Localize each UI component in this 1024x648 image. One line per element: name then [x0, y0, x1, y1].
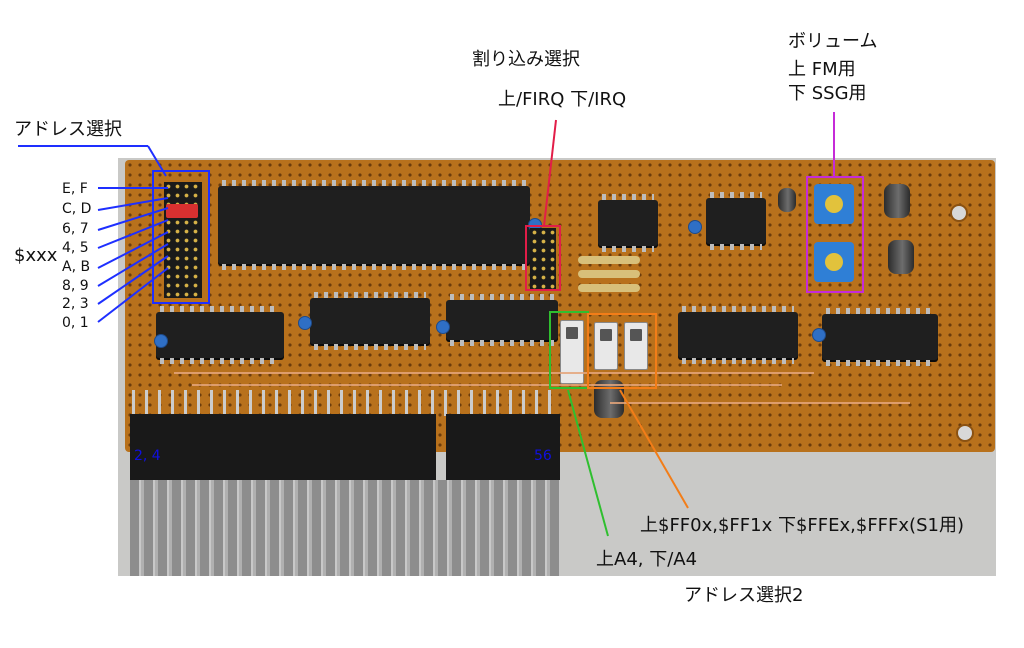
- ceramic-capacitor: [154, 334, 168, 348]
- wire: [174, 372, 814, 374]
- ceramic-capacitor: [812, 328, 826, 342]
- ff-switch-box: [587, 313, 657, 389]
- ic-74hc138-1: [678, 306, 798, 364]
- ym2203-chip: [218, 180, 530, 270]
- ic-sn74hc04: [446, 294, 558, 346]
- volume-label: ボリューム: [788, 31, 878, 52]
- edge-connector-fingers: [130, 480, 560, 576]
- ff-slide-switch-1[interactable]: [594, 322, 618, 370]
- ff-slide-switch-2[interactable]: [624, 322, 648, 370]
- jumper-cap[interactable]: [166, 204, 198, 218]
- jumper-row-label: 0, 1: [62, 315, 89, 331]
- ceramic-capacitor: [688, 220, 702, 234]
- connector-pins: [132, 390, 560, 416]
- leader-row-4: [97, 231, 169, 269]
- leader-row-7: [97, 267, 169, 323]
- jumper-row-label: E, F: [62, 181, 88, 197]
- address-select-label: アドレス選択: [14, 119, 122, 140]
- jumper-row-label: A, B: [62, 259, 91, 275]
- leader-row-5: [97, 243, 169, 287]
- electrolytic-capacitor: [594, 380, 624, 418]
- edge-connector-housing: [446, 414, 560, 482]
- electrolytic-capacitor: [778, 188, 796, 212]
- address-select-2-label: アドレス選択2: [684, 585, 804, 606]
- address-jumper-header: [164, 182, 202, 298]
- mounting-hole: [950, 204, 968, 222]
- volume-trimmer-fm: [814, 184, 854, 224]
- leader-interrupt: [543, 119, 557, 227]
- volume-trimmer-ssg: [814, 242, 854, 282]
- ic-74hc138-2: [822, 308, 938, 366]
- ceramic-capacitor: [298, 316, 312, 330]
- jumper-row-label: 4, 5: [62, 240, 89, 256]
- ceramic-capacitor: [436, 320, 450, 334]
- volume-fm-label: 上 FM用: [788, 59, 856, 80]
- leader-a4: [567, 389, 609, 537]
- interrupt-options-label: 上/FIRQ 下/IRQ: [498, 89, 627, 110]
- volume-ssg-label: 下 SSG用: [788, 83, 867, 104]
- a4-switch-label: 上A4, 下/A4: [596, 549, 698, 570]
- jumper-row-label: C, D: [62, 201, 92, 217]
- interrupt-select-label: 割り込み選択: [472, 49, 580, 70]
- ic-74hc139: [156, 306, 284, 364]
- resistor: [578, 270, 640, 278]
- edge-pin-label-start: 2, 4: [134, 448, 161, 464]
- leader-ff: [619, 389, 689, 509]
- ic-opamp-2: [706, 192, 766, 250]
- address-select-box: [152, 170, 210, 304]
- address-range-label: $xxx: [14, 245, 58, 266]
- leader-address-drop: [147, 145, 167, 177]
- ic-74hc32: [310, 292, 430, 350]
- ff-switch-label: 上$FF0x,$FF1x 下$FFEx,$FFFx(S1用): [640, 515, 964, 536]
- leader-row-6: [97, 255, 169, 305]
- leader-row-1: [97, 197, 169, 211]
- edge-connector-housing: [130, 414, 436, 482]
- interrupt-jumper-header: [530, 228, 556, 290]
- wire: [610, 402, 910, 404]
- volume-box: [806, 176, 864, 293]
- electrolytic-capacitor: [884, 184, 910, 218]
- mounting-hole: [956, 424, 974, 442]
- leader-row-3: [97, 219, 169, 249]
- resistor: [578, 284, 640, 292]
- jumper-row-label: 6, 7: [62, 221, 89, 237]
- electrolytic-capacitor: [888, 240, 914, 274]
- resistor: [578, 256, 640, 264]
- leader-row-2: [97, 207, 169, 231]
- wire: [192, 384, 782, 386]
- jumper-row-label: 2, 3: [62, 296, 89, 312]
- interrupt-select-box: [525, 225, 561, 291]
- edge-pin-label-end: 56: [534, 448, 552, 464]
- ic-opamp-1: [598, 194, 658, 252]
- jumper-row-label: 8, 9: [62, 278, 89, 294]
